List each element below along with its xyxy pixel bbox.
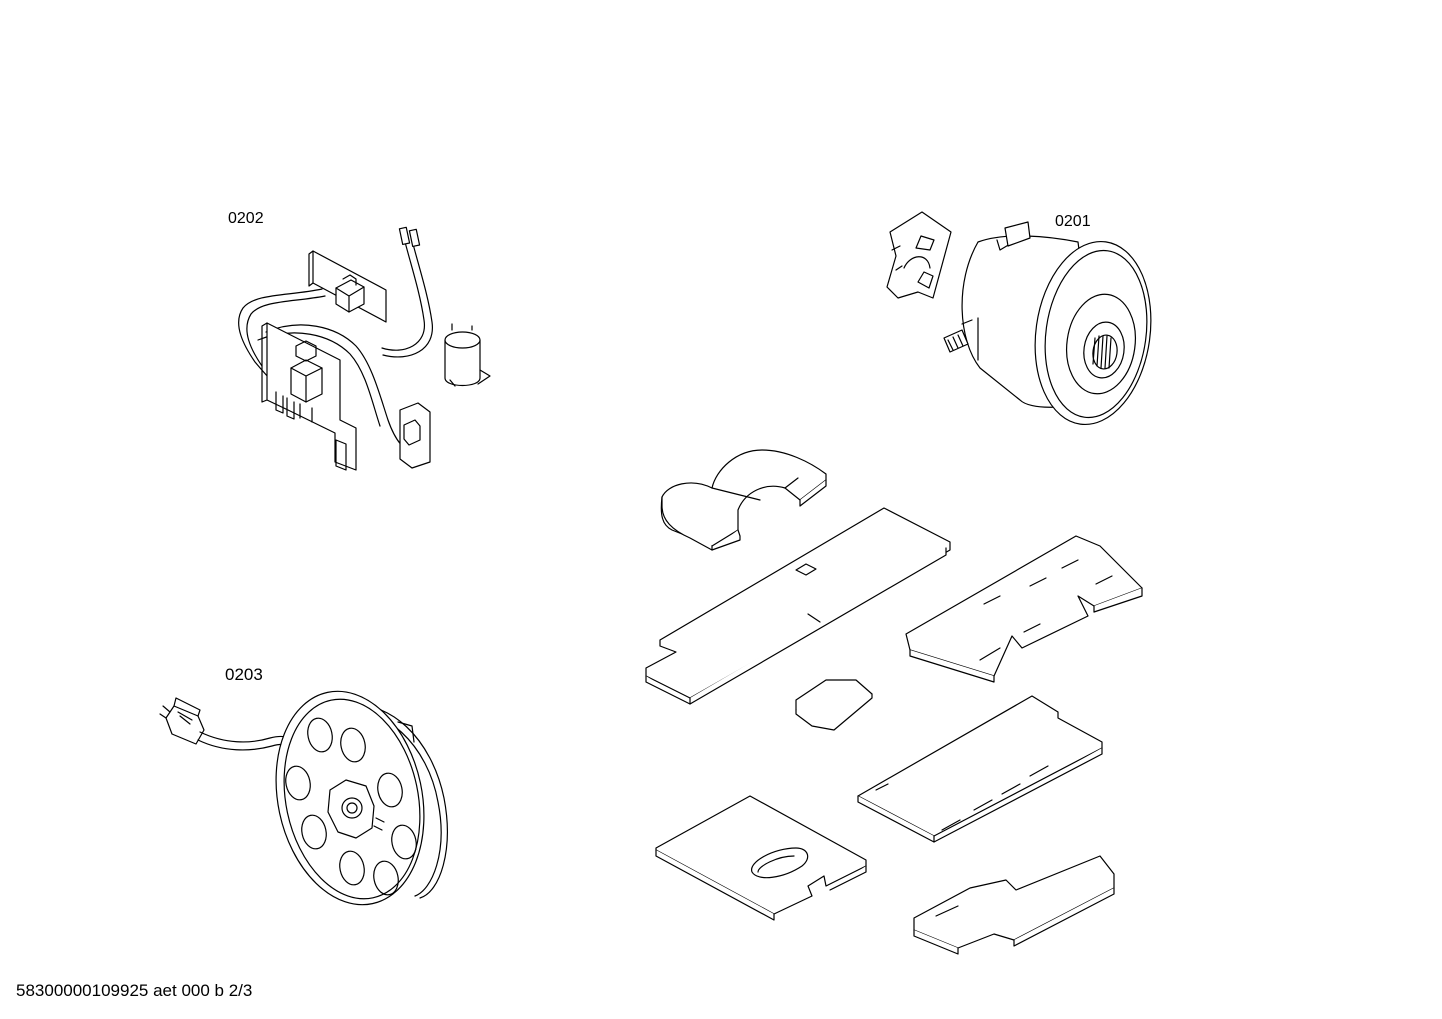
label-0202: 0202: [228, 210, 264, 227]
document-code: 58300000109925 aet 000 b 2/3: [16, 981, 253, 1000]
cable-reel-assembly-0203: [160, 677, 447, 918]
electronics-assembly-0202: [239, 227, 490, 470]
motor-assembly-0201: [887, 212, 1162, 432]
insulation-pads: [646, 450, 1142, 954]
label-0201: 0201: [1055, 213, 1091, 230]
label-0203: 0203: [225, 665, 263, 684]
